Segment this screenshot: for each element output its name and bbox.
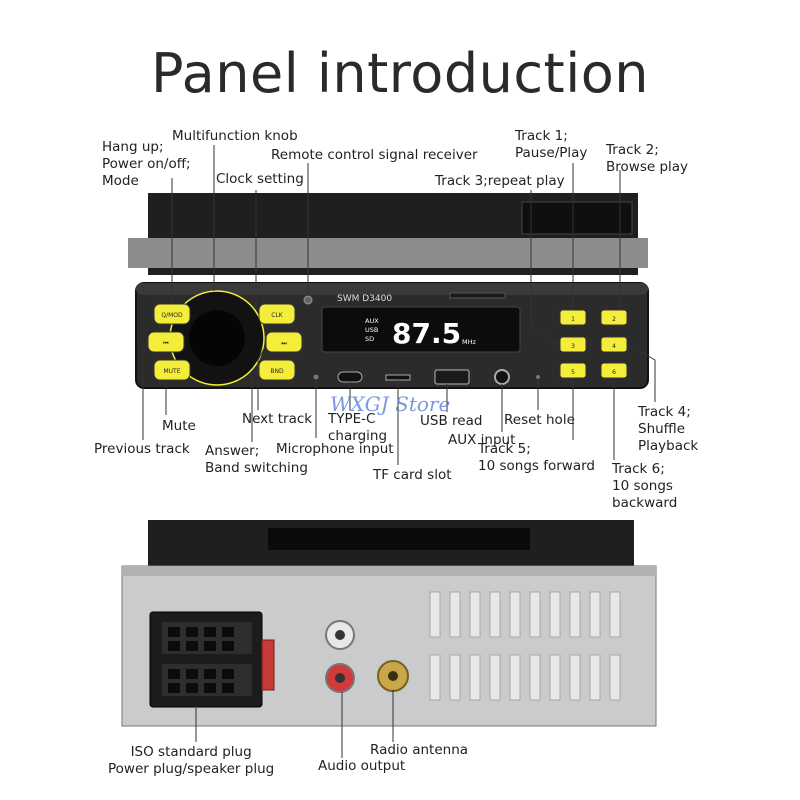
track1-button[interactable]: 1 <box>559 309 587 326</box>
svg-text:SD: SD <box>365 335 374 343</box>
label-radio-antenna: Radio antenna <box>370 742 469 758</box>
label-track4: Track 4; Shuffle Playback <box>638 404 699 454</box>
svg-text:AUX: AUX <box>365 317 379 325</box>
front-unit: Q/MOD CLK ⏮ ⏭ MUTE BND SWM D3400 AUX USB <box>128 193 649 389</box>
vent-slots <box>429 591 621 701</box>
ir-receiver <box>303 295 313 305</box>
svg-text:⏭: ⏭ <box>281 340 287 347</box>
label-next-track: Next track <box>242 411 313 427</box>
clk-button[interactable]: CLK <box>258 303 296 325</box>
label-track5: Track 5; 10 songs forward <box>478 441 595 474</box>
lcd-display <box>321 306 521 353</box>
svg-text:USB: USB <box>365 326 378 334</box>
prev-button[interactable]: ⏮ <box>147 331 185 353</box>
rear-unit <box>121 520 657 727</box>
store-watermark: WXGJ Store <box>330 392 451 416</box>
label-track2: Track 2; Browse play <box>606 142 689 175</box>
track4-button[interactable]: 4 <box>600 336 628 353</box>
svg-text:4: 4 <box>612 343 616 350</box>
svg-text:5: 5 <box>571 369 575 376</box>
label-typec: TYPE-C charging <box>328 411 388 444</box>
label-clock-setting: Clock setting <box>216 171 304 187</box>
label-aux-input: AUX input <box>448 432 516 448</box>
lcd-frequency: 87.5 <box>392 317 461 350</box>
label-track6: Track 6; 10 songs backward <box>612 461 678 511</box>
label-usb-read: USB read <box>420 413 483 429</box>
reset-hole <box>536 375 540 379</box>
top-tab <box>521 201 633 235</box>
track3-button[interactable]: 3 <box>559 336 587 353</box>
track6-button[interactable]: 6 <box>600 362 628 379</box>
svg-text:3: 3 <box>571 343 575 350</box>
svg-text:1: 1 <box>571 316 575 323</box>
svg-text:6: 6 <box>612 369 616 376</box>
label-reset-hole: Reset hole <box>504 412 575 428</box>
track2-button[interactable]: 2 <box>600 309 628 326</box>
usb-port <box>434 369 470 385</box>
label-hang-up: Hang up; Power on/off; Mode <box>102 139 191 189</box>
model-label: SWM D3400 <box>337 294 392 304</box>
mic-hole <box>313 374 319 380</box>
svg-text:BND: BND <box>270 368 284 375</box>
mute-button[interactable]: MUTE <box>153 359 191 381</box>
label-mute: Mute <box>162 418 196 434</box>
next-button[interactable]: ⏭ <box>265 331 303 353</box>
svg-text:CLK: CLK <box>271 312 284 319</box>
typec-port <box>337 371 363 383</box>
svg-text:⏮: ⏮ <box>163 340 169 347</box>
label-track1: Track 1; Pause/Play <box>515 128 588 161</box>
rear-callout-lines <box>195 690 394 758</box>
svg-text:Q/MOD: Q/MOD <box>161 312 183 319</box>
band-button[interactable]: BND <box>258 359 296 381</box>
multifunction-knob[interactable] <box>189 310 245 366</box>
svg-text:MUTE: MUTE <box>163 368 180 375</box>
front-callout-lines <box>142 145 656 465</box>
label-track3: Track 3;repeat play <box>435 173 565 189</box>
label-audio-output: Audio output <box>318 758 406 774</box>
svg-text:MHz: MHz <box>462 338 476 346</box>
label-remote-receiver: Remote control signal receiver <box>271 147 478 163</box>
side-chassis <box>128 238 648 268</box>
svg-text:2: 2 <box>612 316 616 323</box>
mode-button[interactable]: Q/MOD <box>153 303 191 325</box>
label-previous-track: Previous track <box>94 441 190 457</box>
page-title: Panel introduction <box>151 42 649 105</box>
aux-jack <box>494 369 510 385</box>
label-tf-card: TF card slot <box>373 467 452 483</box>
label-multifunction-knob: Multifunction knob <box>172 128 298 144</box>
label-iso-plug: ISO standard plug Power plug/speaker plu… <box>108 744 275 777</box>
tf-slot <box>385 374 411 381</box>
label-answer: Answer; Band switching <box>205 443 308 476</box>
label-microphone: Microphone input <box>276 441 394 457</box>
iso-plug <box>149 611 275 708</box>
track5-button[interactable]: 5 <box>559 362 587 379</box>
